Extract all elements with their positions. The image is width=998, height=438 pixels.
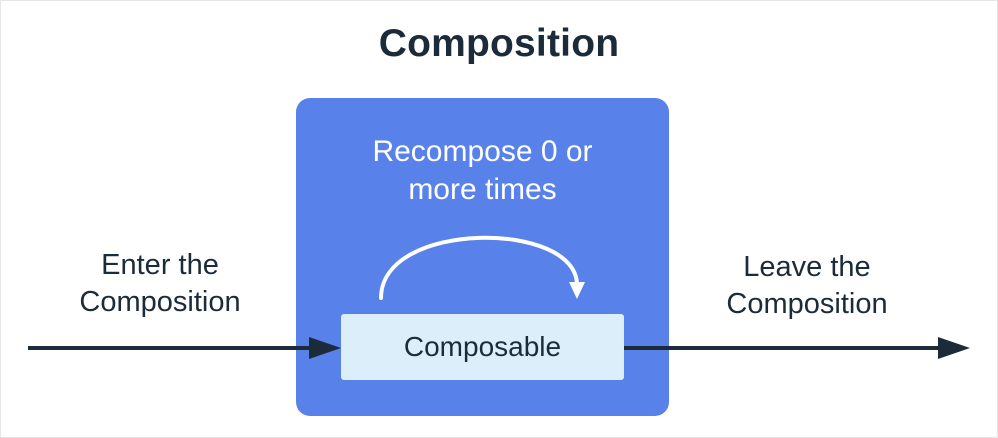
enter-arrowhead-icon [309,337,341,359]
leave-composition-label: Leave the Composition [726,251,888,320]
recompose-loop-arrow [379,235,579,300]
enter-composition-label: Enter the Composition [79,249,241,318]
diagram-title: Composition [378,22,620,65]
composable-box: Composable [341,314,624,380]
recompose-arrowhead-icon [569,282,585,299]
leave-arrowhead-icon [938,337,970,359]
recompose-label: Recompose 0 or more times [372,135,593,206]
